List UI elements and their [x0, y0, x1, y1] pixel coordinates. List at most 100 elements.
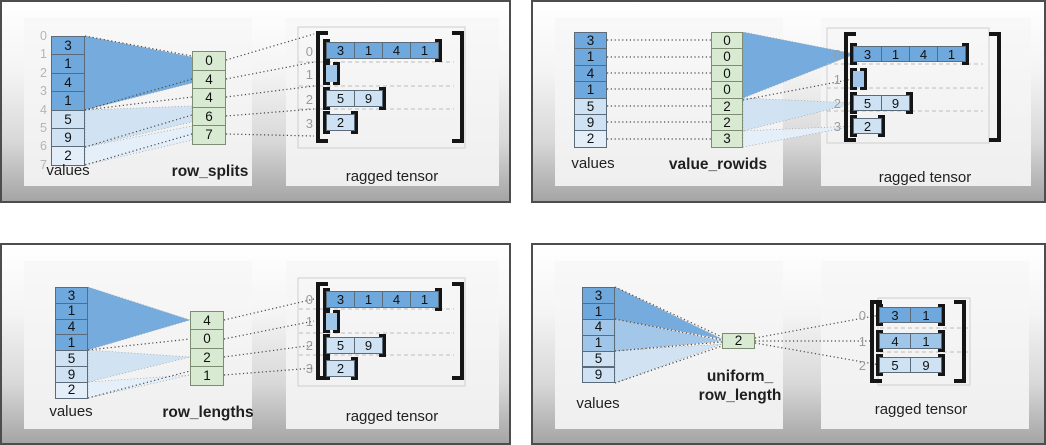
tensor-row-label: 2 [305, 91, 313, 107]
tensor-row-label: 0 [833, 47, 841, 62]
connector-cell: 0 [711, 64, 743, 83]
tensor-bracket-right [989, 32, 1001, 142]
value-cell: 1 [51, 54, 85, 74]
connector-cell: 4 [190, 311, 224, 331]
value-cell: 9 [574, 114, 607, 132]
tensor-row-label: 3 [305, 115, 313, 131]
connector-label-line2: row_length [698, 387, 782, 405]
values-label: values [46, 162, 90, 179]
value-cell: 1 [582, 334, 615, 352]
value-cell: 3 [574, 32, 607, 50]
values-label: values [576, 395, 620, 412]
tensor-cell: 3 [326, 291, 355, 308]
tensor-row [323, 310, 340, 333]
panel-uniform-row-length: values uniform_ row_length ragged tensor… [531, 243, 1046, 445]
value-cell: 1 [55, 302, 88, 320]
tensor-row-label: 0 [305, 43, 313, 59]
tensor-cell: 4 [879, 333, 911, 349]
connector-label: row_splits [171, 163, 249, 180]
connector-cell: 0 [190, 329, 224, 349]
tensor-row: 2 [323, 357, 358, 380]
connector-cell: 1 [190, 366, 224, 386]
connector-cell: 3 [711, 130, 743, 148]
row-bracket-right [379, 334, 386, 357]
connector-cell: 4 [192, 88, 226, 108]
tensor-row-label: 0 [858, 308, 866, 323]
value-cell: 9 [582, 366, 615, 384]
connector-cell: 2 [190, 347, 224, 368]
value-cell: 3 [55, 287, 88, 304]
value-cell: 1 [574, 81, 607, 99]
connector-label-line1: uniform_ [706, 368, 774, 385]
tensor-cell: 1 [354, 42, 383, 59]
tensor-row [323, 62, 340, 85]
tensor-cell: 5 [326, 337, 355, 354]
tensor-cell: 1 [354, 291, 383, 308]
tensor-row: 2 [323, 111, 358, 134]
values-label: values [49, 403, 93, 420]
connector-cell: 4 [192, 69, 226, 89]
connector-cell: 0 [711, 32, 743, 50]
row-bracket-right [962, 43, 969, 65]
tensor-cell: 5 [879, 357, 911, 373]
tensor-bracket-right [452, 31, 464, 143]
connector-cell: 0 [711, 81, 743, 99]
row-bracket-right [878, 115, 885, 137]
index-label: 2 [40, 65, 47, 80]
value-cell: 4 [574, 64, 607, 83]
tensor-bracket-right [954, 300, 966, 383]
tensor-row-label: 3 [305, 361, 313, 377]
tensor-cell: 3 [853, 46, 882, 62]
index-label: 1 [40, 47, 47, 62]
connector-cell: 2 [722, 333, 755, 349]
tensor-row-label: 1 [858, 334, 866, 349]
tensor-cell: 5 [853, 95, 882, 111]
tensor-row: 2 [850, 115, 885, 137]
value-cell: 2 [55, 381, 88, 399]
tensor-cell: 5 [326, 90, 355, 107]
tensor-row-label: 1 [305, 66, 313, 82]
row-bracket-right [435, 39, 442, 62]
value-cell: 5 [51, 109, 85, 129]
value-cell: 9 [55, 366, 88, 383]
value-cell: 5 [582, 350, 615, 368]
value-cell: 1 [51, 91, 85, 111]
row-bracket-right [938, 330, 945, 352]
row-bracket-right [379, 87, 386, 110]
tensor-label: ragged tensor [878, 169, 972, 186]
value-cell: 2 [574, 130, 607, 148]
index-label: 6 [40, 139, 47, 154]
tensor-row-label: 1 [833, 72, 841, 87]
row-bracket-right [906, 92, 913, 114]
connector-cell: 0 [192, 51, 226, 71]
index-label: 7 [40, 157, 47, 172]
index-label: 4 [40, 102, 47, 117]
value-cell: 5 [55, 350, 88, 367]
tensor-label: ragged tensor [345, 408, 439, 425]
tensor-bracket-right [452, 282, 464, 380]
index-label: 3 [40, 84, 47, 99]
tensor-cell: 1 [881, 46, 910, 62]
tensor-label: ragged tensor [874, 401, 968, 418]
connector-label: value_rowids [668, 156, 768, 173]
tensor-cell: 4 [382, 42, 411, 59]
value-cell: 2 [51, 146, 85, 166]
tensor-row [850, 68, 867, 90]
tensor-row-label: 2 [858, 358, 866, 373]
tensor-row-label: 0 [305, 292, 313, 308]
connector-label: row_lengths [162, 404, 254, 421]
tensor-row-label: 1 [305, 314, 313, 330]
row-bracket-right [333, 310, 340, 333]
value-cell: 3 [51, 36, 85, 56]
tensor-row-label: 3 [833, 119, 841, 134]
